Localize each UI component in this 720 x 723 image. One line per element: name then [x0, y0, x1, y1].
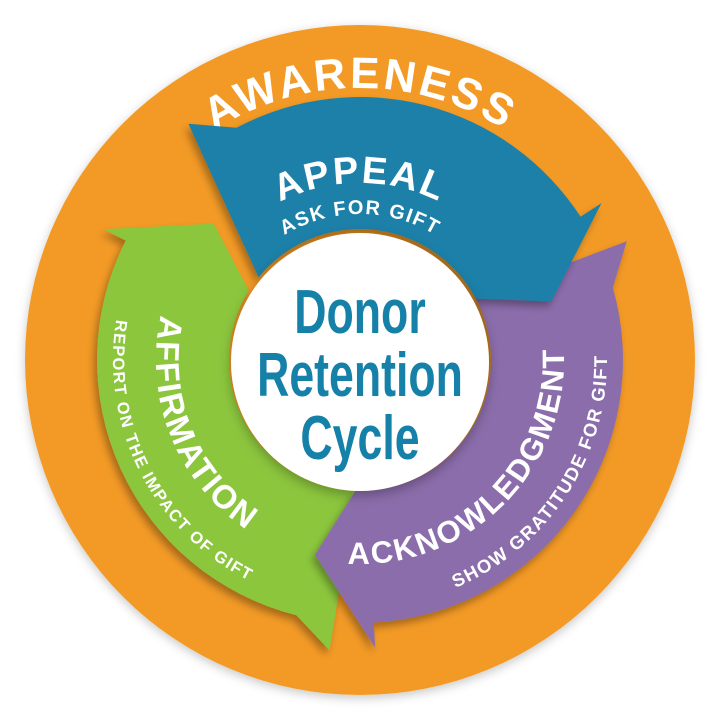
appeal-arrow [188, 96, 602, 302]
center-title-line1: Donor [294, 278, 425, 347]
center-circle [231, 233, 489, 491]
affirmation-arrow [97, 223, 356, 651]
center-title: Donor Retention Cycle [257, 278, 463, 473]
center-title-line2: Retention [257, 341, 463, 410]
acknowledgment-arrow [315, 241, 627, 648]
center-title-line3: Cycle [300, 404, 419, 473]
